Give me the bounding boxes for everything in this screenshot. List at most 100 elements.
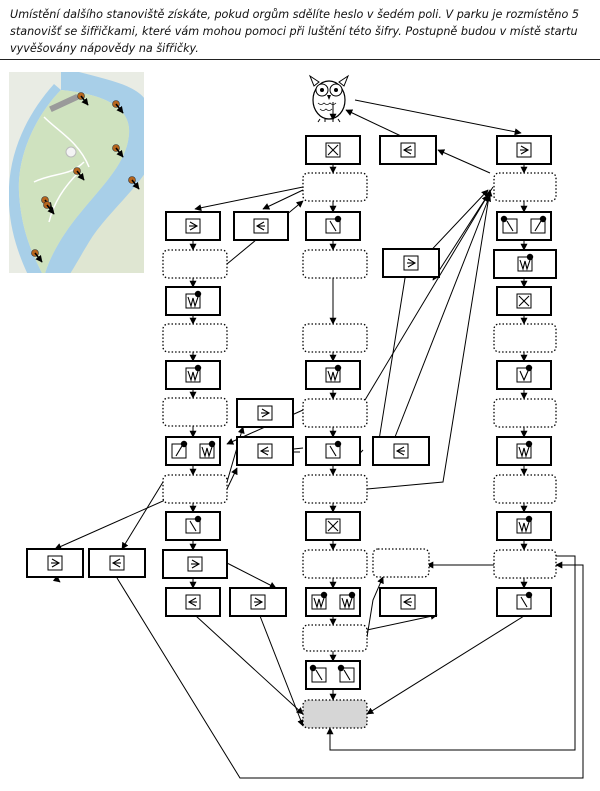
flow-arrow bbox=[432, 186, 494, 281]
cipher-node bbox=[493, 249, 557, 279]
cipher-symbol-icon bbox=[516, 594, 532, 610]
flow-arrow bbox=[116, 561, 584, 779]
dot-icon bbox=[525, 591, 533, 599]
blank-node bbox=[302, 172, 368, 202]
cipher-symbol-icon bbox=[339, 667, 355, 683]
map-marker-icon bbox=[128, 176, 140, 190]
cipher-symbol-icon bbox=[325, 218, 341, 234]
map-marker-icon bbox=[112, 100, 124, 114]
cipher-symbol-icon bbox=[311, 594, 327, 610]
cipher-symbol-icon bbox=[185, 518, 201, 534]
cipher-symbol-icon bbox=[530, 218, 546, 234]
blank-node bbox=[162, 249, 228, 279]
cipher-symbol-icon bbox=[403, 255, 419, 271]
dot-icon bbox=[500, 215, 508, 223]
flow-arrow bbox=[262, 189, 304, 210]
cipher-node bbox=[305, 360, 361, 390]
dot-icon bbox=[526, 253, 534, 261]
nodes bbox=[26, 135, 557, 729]
cipher-node bbox=[305, 587, 361, 617]
cipher-node bbox=[305, 511, 361, 541]
cipher-symbol-icon bbox=[502, 218, 518, 234]
flow-arrow bbox=[366, 576, 384, 638]
map-marker-icon bbox=[73, 167, 85, 181]
cipher-node bbox=[88, 548, 146, 578]
cipher-node bbox=[305, 135, 361, 165]
cipher-symbol-icon bbox=[325, 443, 341, 459]
blank-node bbox=[162, 323, 228, 353]
blank-node bbox=[493, 172, 557, 202]
dot-icon bbox=[337, 664, 345, 672]
cipher-symbol-icon bbox=[257, 443, 273, 459]
dot-icon bbox=[334, 364, 342, 372]
cipher-symbol-icon bbox=[516, 443, 532, 459]
cipher-node bbox=[496, 360, 552, 390]
cipher-node bbox=[236, 398, 294, 428]
cipher-symbol-icon bbox=[516, 518, 532, 534]
cipher-symbol-icon bbox=[516, 367, 532, 383]
flow-arrow bbox=[195, 615, 304, 715]
dot-icon bbox=[334, 440, 342, 448]
cipher-symbol-icon bbox=[516, 142, 532, 158]
map-markers bbox=[31, 92, 140, 263]
flow-arrow bbox=[52, 575, 61, 583]
cipher-node bbox=[379, 135, 437, 165]
flow-arrow bbox=[354, 99, 522, 136]
flow-arrow bbox=[374, 189, 489, 466]
bridge bbox=[49, 93, 79, 113]
dot-icon bbox=[320, 591, 328, 599]
cipher-node bbox=[496, 211, 552, 241]
cipher-node bbox=[165, 436, 221, 466]
cipher-symbol-icon bbox=[185, 293, 201, 309]
cipher-symbol-icon bbox=[47, 555, 63, 571]
cipher-node bbox=[165, 511, 221, 541]
flow-arrow bbox=[366, 612, 438, 631]
dot-icon bbox=[525, 515, 533, 523]
dot-icon bbox=[525, 364, 533, 372]
dot-icon bbox=[208, 440, 216, 448]
river-right bbox=[45, 72, 144, 273]
dot-icon bbox=[194, 290, 202, 298]
owl-icon bbox=[308, 74, 350, 123]
blank-node bbox=[493, 323, 557, 353]
cipher-node bbox=[379, 587, 437, 617]
answer-box bbox=[302, 699, 368, 729]
flow-arrow bbox=[326, 555, 576, 751]
cipher-symbol-icon bbox=[250, 594, 266, 610]
flow-arrow bbox=[226, 467, 238, 490]
dot-icon bbox=[194, 364, 202, 372]
blank-node bbox=[372, 548, 430, 578]
cipher-symbol-icon bbox=[400, 594, 416, 610]
blank-node bbox=[302, 624, 368, 652]
cipher-symbol-icon bbox=[109, 555, 125, 571]
cipher-node bbox=[305, 436, 361, 466]
cipher-symbol-icon bbox=[171, 443, 187, 459]
flow-arrow bbox=[366, 189, 493, 490]
flow-arrow bbox=[366, 615, 525, 715]
cipher-symbol-icon bbox=[325, 518, 341, 534]
flow-arrow bbox=[259, 615, 304, 727]
blank-node bbox=[302, 549, 368, 579]
flow-arrow bbox=[194, 186, 304, 212]
cipher-node bbox=[165, 587, 221, 617]
cipher-symbol-icon bbox=[185, 594, 201, 610]
cipher-node bbox=[382, 248, 440, 278]
park-paths bbox=[33, 116, 90, 223]
dot-icon bbox=[334, 215, 342, 223]
cipher-node bbox=[165, 286, 221, 316]
river-left bbox=[9, 84, 61, 273]
cipher-symbol-icon bbox=[325, 142, 341, 158]
cipher-symbol-icon bbox=[517, 256, 533, 272]
cipher-node bbox=[236, 436, 294, 466]
flow-arrow bbox=[437, 149, 491, 174]
cipher-node bbox=[229, 587, 287, 617]
dot-icon bbox=[525, 440, 533, 448]
map-marker-icon bbox=[77, 92, 89, 106]
cipher-symbol-icon bbox=[253, 218, 269, 234]
blank-node bbox=[162, 397, 228, 427]
cipher-symbol-icon bbox=[339, 594, 355, 610]
cipher-symbol-icon bbox=[185, 218, 201, 234]
cipher-symbol-icon bbox=[199, 443, 215, 459]
cipher-node bbox=[496, 286, 552, 316]
dot-icon bbox=[180, 440, 188, 448]
